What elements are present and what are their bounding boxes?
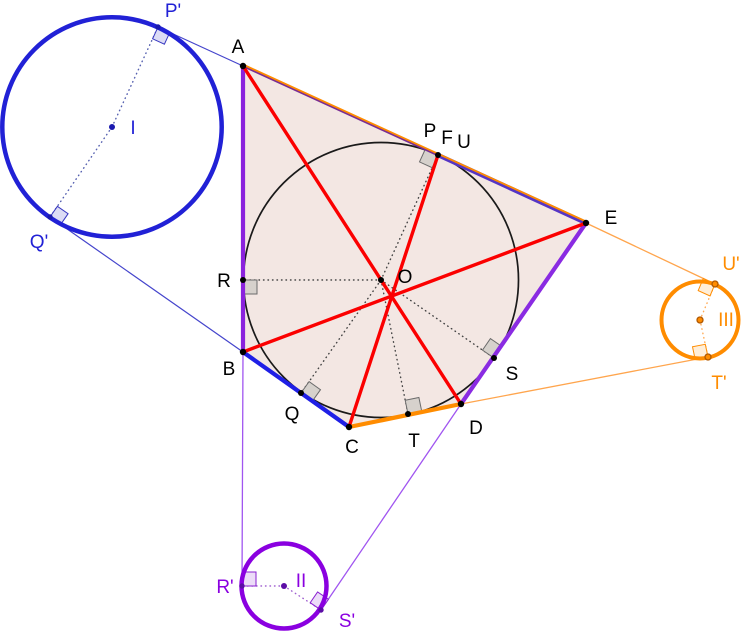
radius-O-T <box>380 279 409 415</box>
radius-O-Q <box>300 279 382 394</box>
label-Q[interactable]: Q <box>285 404 300 425</box>
point-T-dot[interactable] <box>405 411 411 417</box>
tangent-E-Up[interactable] <box>585 222 716 285</box>
radius-O-P <box>380 154 439 281</box>
excircle-I[interactable] <box>0 15 224 239</box>
point-Up-dot[interactable] <box>711 280 719 288</box>
segment-CP[interactable] <box>347 153 440 429</box>
label-D[interactable]: D <box>469 418 483 439</box>
label-R[interactable]: R <box>217 271 231 292</box>
label-U[interactable]: U <box>457 132 471 153</box>
point-Qp-dot[interactable] <box>47 214 53 220</box>
edge-BC[interactable] <box>240 349 352 430</box>
label-E[interactable]: E <box>605 208 618 229</box>
point-O-dot[interactable] <box>378 277 384 283</box>
point-D-dot[interactable] <box>457 400 465 408</box>
label-S[interactable]: S <box>506 364 519 385</box>
segment-PE[interactable] <box>435 152 589 226</box>
segment-BE[interactable] <box>241 221 588 354</box>
label-Q-prime[interactable]: Q' <box>30 232 48 253</box>
label-III[interactable]: III <box>718 310 734 331</box>
label-B[interactable]: B <box>223 359 236 380</box>
segment-AD[interactable] <box>241 64 463 406</box>
label-F[interactable]: F <box>441 128 453 149</box>
tangent-D-Tp[interactable] <box>460 356 709 405</box>
point-C-dot[interactable] <box>345 423 353 431</box>
tangent-D-Sp[interactable] <box>320 403 462 611</box>
point-Sp-dot[interactable] <box>318 607 324 613</box>
label-C[interactable]: C <box>345 437 359 458</box>
point-Rp-dot[interactable] <box>239 583 245 589</box>
label-P-prime[interactable]: P' <box>165 1 181 22</box>
tangent-B-Rp[interactable] <box>241 351 244 587</box>
label-U-prime[interactable]: U' <box>722 254 739 275</box>
label-O[interactable]: O <box>398 267 413 288</box>
point-Tp-dot[interactable] <box>704 353 712 361</box>
label-P[interactable]: P <box>424 121 437 142</box>
point-I-dot[interactable] <box>109 124 115 130</box>
point-S-dot[interactable] <box>491 355 497 361</box>
point-E-dot[interactable] <box>582 219 590 227</box>
line-AE-orange[interactable] <box>242 63 587 223</box>
radius-I-Pp <box>111 26 159 128</box>
point-III-dot[interactable] <box>696 316 704 324</box>
label-T-prime[interactable]: T' <box>711 373 726 394</box>
label-A[interactable]: A <box>232 37 245 58</box>
point-II-dot[interactable] <box>281 583 287 589</box>
tangent-Qp-B[interactable] <box>49 216 244 353</box>
point-Pp-dot[interactable] <box>155 24 161 30</box>
label-II[interactable]: II <box>296 571 307 592</box>
pentagon-ABCDE-fill <box>243 66 586 427</box>
point-A-dot[interactable] <box>239 62 247 70</box>
excircle-III[interactable] <box>659 279 741 361</box>
edge-DE[interactable] <box>458 220 589 407</box>
radius-I-Qp <box>49 126 113 218</box>
label-T[interactable]: T <box>408 431 420 452</box>
point-R-dot[interactable] <box>240 277 246 283</box>
point-B-dot[interactable] <box>239 348 247 356</box>
label-R-prime[interactable]: R' <box>216 577 233 598</box>
edge-CD[interactable] <box>346 401 464 430</box>
label-I[interactable]: I <box>130 118 135 139</box>
point-Q-dot[interactable] <box>298 390 304 396</box>
label-S-prime[interactable]: S' <box>339 611 355 631</box>
point-P-dot[interactable] <box>435 152 441 158</box>
